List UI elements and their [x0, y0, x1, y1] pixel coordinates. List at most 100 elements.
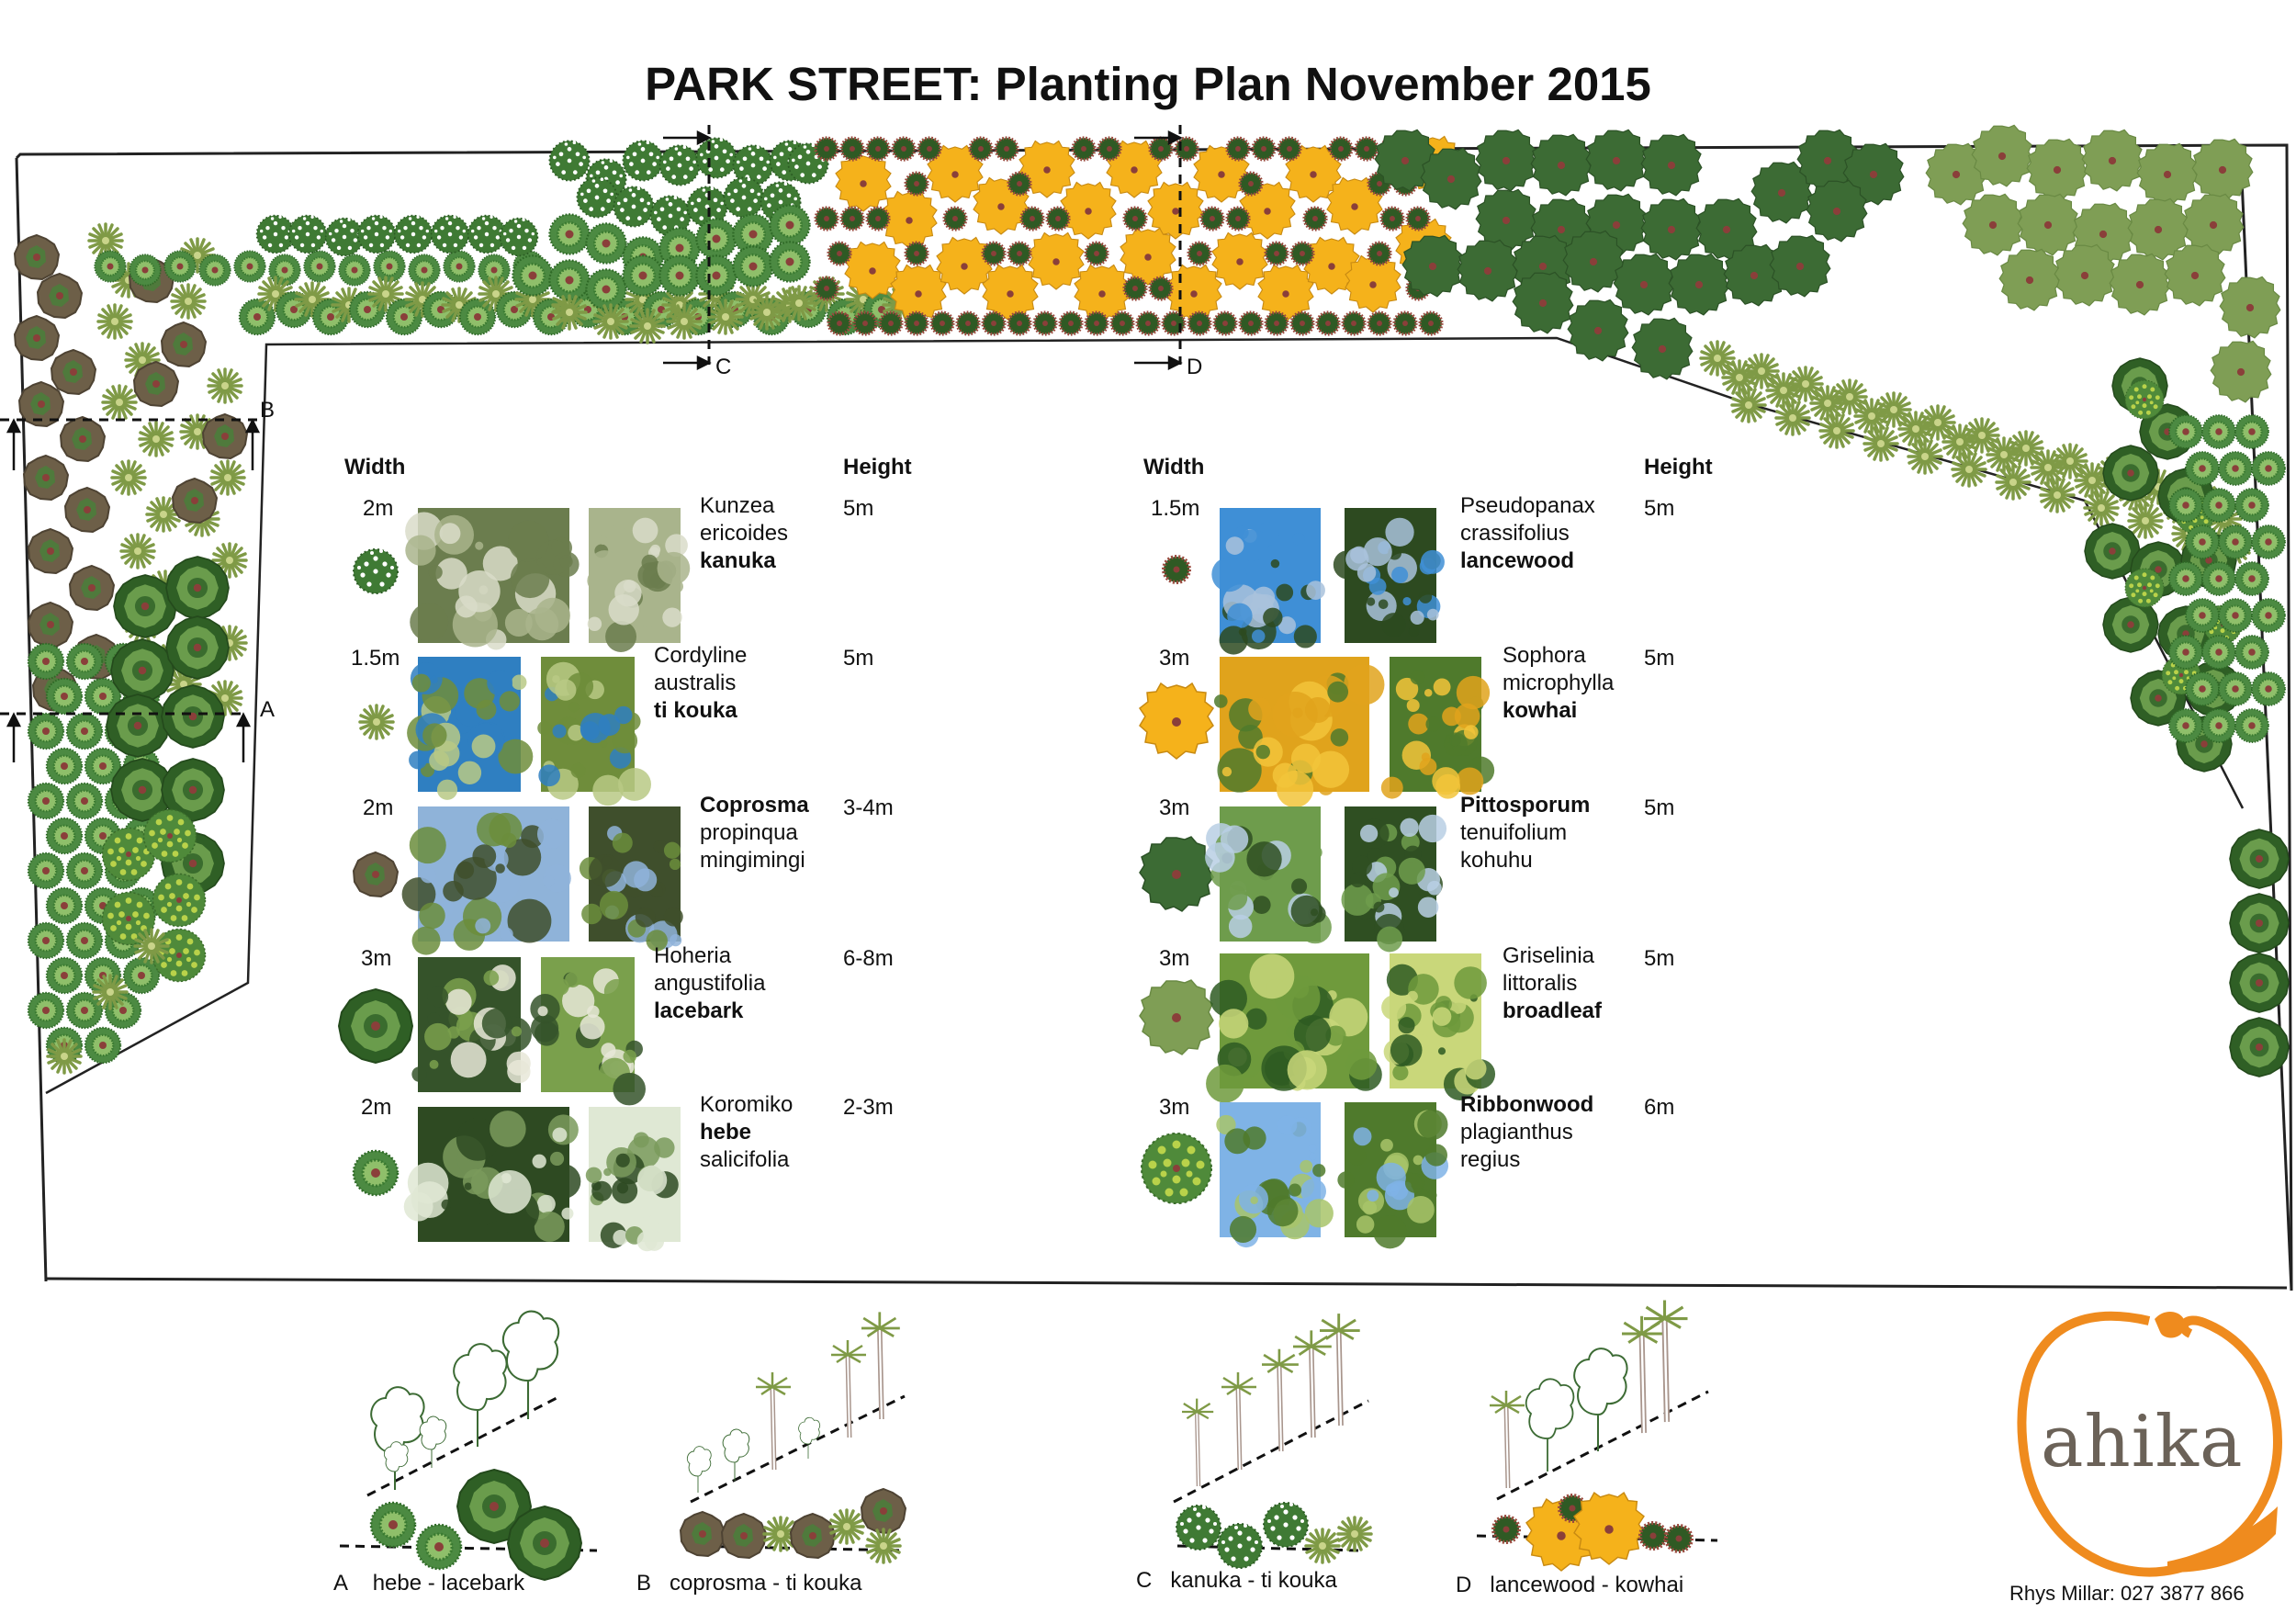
- kanuka-plant: [499, 217, 539, 257]
- lancewood-plant: [1418, 310, 1444, 336]
- ribbonwood-photo-1: [1216, 1102, 1334, 1248]
- legend-kowhai-symbol: [1139, 682, 1214, 760]
- broadleaf-plant: [2054, 243, 2116, 307]
- right-legend-width-3: 3m: [1159, 946, 1190, 971]
- kanuka-plant: [287, 214, 328, 254]
- legend-right-height-header: Height: [1644, 455, 1713, 479]
- left-legend-height-0: 5m: [843, 496, 874, 521]
- section-a-elevation: [339, 1310, 598, 1581]
- lancewood-plant: [1135, 310, 1161, 336]
- lancewood-plant: [814, 136, 839, 162]
- lacebark-plant: [161, 684, 225, 749]
- species-name-line: regius: [1460, 1147, 1521, 1172]
- lancewood-plant: [1084, 241, 1109, 266]
- kohuhu-plant: [1567, 299, 1629, 362]
- tikouka-plant: [170, 283, 207, 320]
- hebe-plant: [2200, 634, 2237, 671]
- tikouka-photo-2: [537, 657, 651, 806]
- hebe-plant: [585, 268, 627, 310]
- section-d-elevation: [1476, 1301, 1718, 1572]
- kanuka-plant: [393, 214, 433, 254]
- lancewood-plant: [994, 136, 1019, 162]
- hebe-plant: [2167, 487, 2204, 524]
- lacebark-plant: [165, 615, 230, 680]
- hebe-plant: [65, 851, 104, 890]
- lancewood-plant: [929, 310, 955, 336]
- hebe-photo-2: [585, 1107, 681, 1252]
- right-legend-height-0: 5m: [1644, 496, 1675, 521]
- coprosma-plant: [51, 349, 96, 395]
- kanuka-photo-2: [587, 508, 691, 652]
- kohuhu-plant: [1420, 147, 1482, 210]
- tikouka-plant: [133, 928, 170, 964]
- tikouka-plant: [1951, 451, 1987, 488]
- right-legend-height-3: 5m: [1644, 946, 1675, 971]
- lancewood-plant: [827, 241, 852, 266]
- lancewood-plant: [1032, 310, 1058, 336]
- coprosma-photo-1: [401, 806, 571, 955]
- legend-lancewood-symbol: [1162, 555, 1191, 584]
- left-legend-width-0: 2m: [363, 496, 394, 521]
- tikouka-plant: [2039, 477, 2076, 513]
- broadleaf-plant: [1971, 124, 2033, 187]
- right-legend-width-0: 1.5m: [1151, 496, 1200, 521]
- lancewood-plant: [1187, 310, 1212, 336]
- section-caption-a: A hebe - lacebark: [333, 1571, 525, 1596]
- section-marker-c: C: [715, 355, 732, 379]
- lancewood-plant: [1097, 136, 1122, 162]
- left-legend-width-3: 3m: [361, 946, 392, 971]
- hebe-plant: [2217, 450, 2254, 487]
- lacebark-plant: [2102, 445, 2159, 502]
- lacebark-plant: [165, 556, 230, 620]
- species-name-line: Hoheria: [654, 943, 732, 968]
- species-name-line: plagianthus: [1460, 1120, 1573, 1145]
- lancewood-plant: [1405, 206, 1431, 231]
- lancewood-plant: [1277, 136, 1302, 162]
- kohuhu-photo-1: [1205, 806, 1332, 944]
- lancewood-plant: [1264, 310, 1289, 336]
- hebe-plant: [45, 956, 84, 995]
- kanuka-plant: [467, 214, 507, 254]
- hebe-plant: [2200, 413, 2237, 450]
- hebe-plant: [548, 213, 591, 255]
- species-name-line: kanuka: [700, 548, 776, 573]
- ahika-logo-text: ahika: [2041, 1401, 2244, 1483]
- page-title: PARK STREET: Planting Plan November 2015: [645, 58, 1651, 110]
- hebe-plant: [45, 747, 84, 785]
- kanuka-plant: [723, 176, 765, 219]
- ribbonwood-plant: [2124, 568, 2165, 608]
- tikouka-plant: [666, 303, 703, 340]
- lancewood-plant: [1084, 310, 1109, 336]
- hebe-plant: [2234, 634, 2270, 671]
- kohuhu-plant: [1613, 253, 1675, 316]
- lancewood-plant: [1251, 136, 1277, 162]
- coprosma-plant: [14, 315, 60, 361]
- broadleaf-plant: [2017, 193, 2079, 256]
- left-legend-height-2: 3-4m: [843, 795, 894, 820]
- species-name-line: crassifolius: [1460, 521, 1570, 546]
- hebe-plant: [45, 886, 84, 925]
- tikouka-plant: [1875, 391, 1912, 428]
- right-legend-height-1: 5m: [1644, 646, 1675, 671]
- lancewood-plant: [1045, 206, 1071, 231]
- ribbonwood-plant: [142, 808, 197, 863]
- kowhai-photo-2: [1380, 657, 1495, 799]
- species-name-line: broadleaf: [1503, 998, 1603, 1023]
- kanuka-plant: [548, 140, 591, 182]
- hebe-plant: [769, 241, 811, 283]
- hebe-plant: [732, 245, 774, 288]
- kanuka-plant: [622, 140, 664, 182]
- kowhai-photo-1: [1213, 657, 1385, 808]
- lancewood-plant: [891, 136, 917, 162]
- tikouka-plant: [46, 1038, 83, 1075]
- lancewood-plant: [1058, 310, 1084, 336]
- left-legend-height-4: 2-3m: [843, 1095, 894, 1120]
- coprosma-plant: [69, 565, 115, 611]
- lacebark-plant: [2229, 829, 2290, 889]
- hebe-plant: [129, 254, 162, 287]
- hebe-plant: [2217, 597, 2254, 634]
- broadleaf-plant: [1998, 248, 2061, 311]
- tikouka-plant: [1919, 404, 1956, 441]
